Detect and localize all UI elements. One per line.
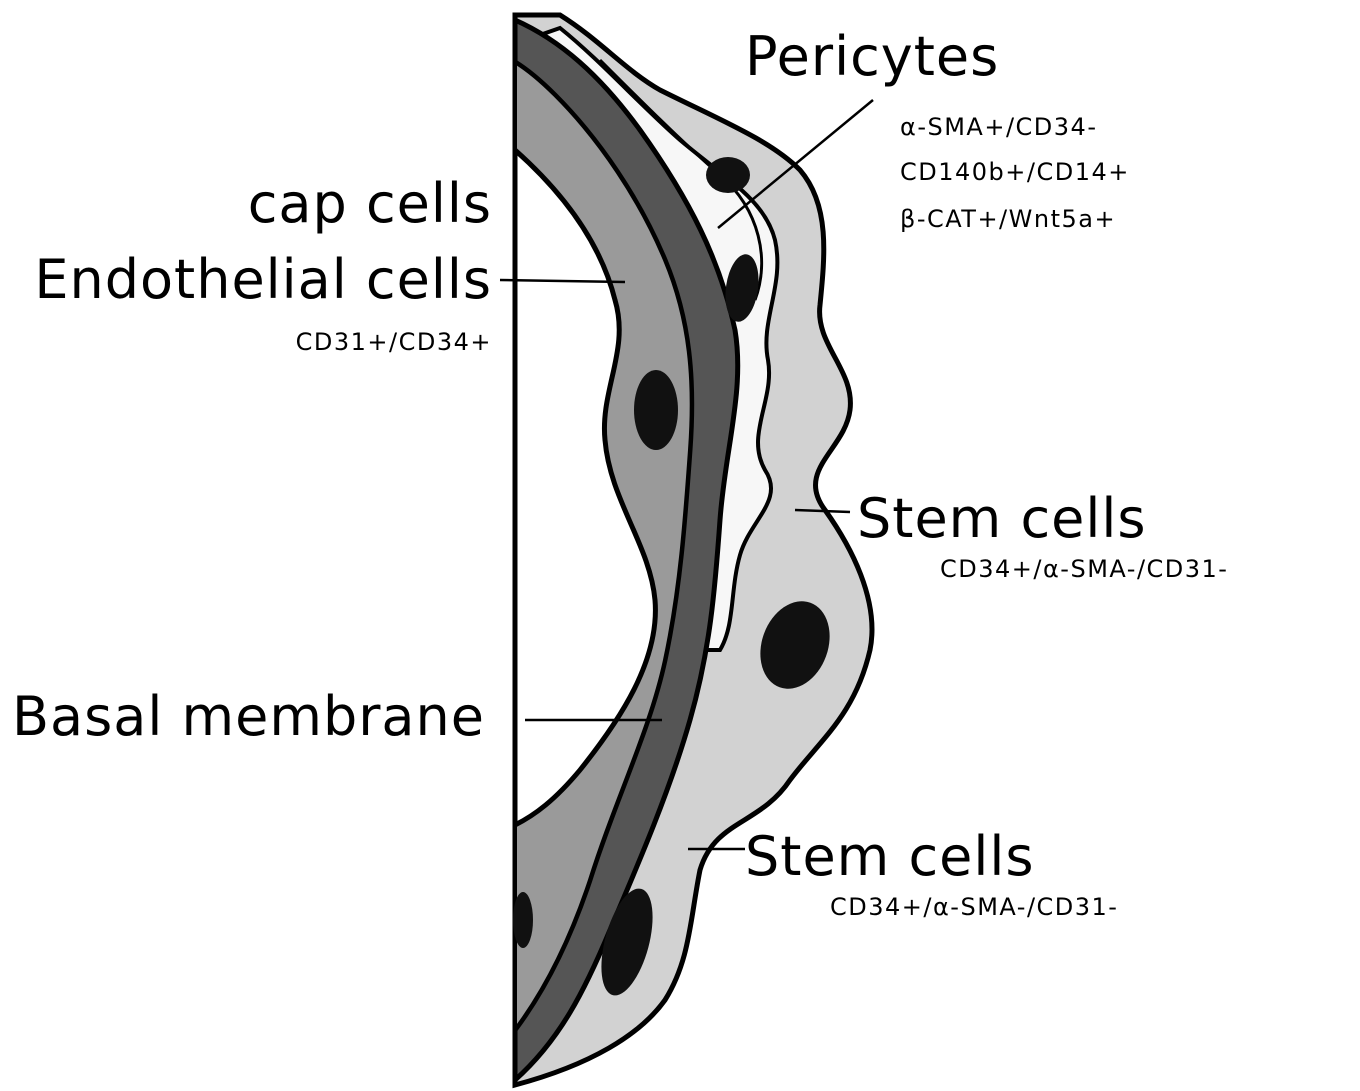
endothelial-nucleus-2 [513, 892, 533, 948]
pericyte-nucleus-1 [706, 157, 750, 193]
stem-cells-2-markers: CD34+/α-SMA-/CD31- [830, 893, 1118, 921]
basal-membrane-label: Basal membrane [12, 685, 485, 748]
pericytes-marker-3: β-CAT+/Wnt5a+ [900, 205, 1116, 233]
stem-cells-2-title: Stem cells [745, 825, 1035, 888]
endothelial-markers: CD31+/CD34+ [296, 328, 492, 356]
stem-cells-1-title: Stem cells [857, 487, 1147, 550]
pericytes-marker-1: α-SMA+/CD34- [900, 113, 1097, 141]
stem-cells-1-markers: CD34+/α-SMA-/CD31- [940, 555, 1228, 583]
endothelial-nucleus [634, 370, 678, 450]
pericytes-title: Pericytes [745, 25, 999, 88]
pericytes-marker-2: CD140b+/CD14+ [900, 158, 1130, 186]
endothelial-title: Endothelial cells [34, 248, 492, 311]
cap-cells-label: cap cells [248, 172, 492, 235]
